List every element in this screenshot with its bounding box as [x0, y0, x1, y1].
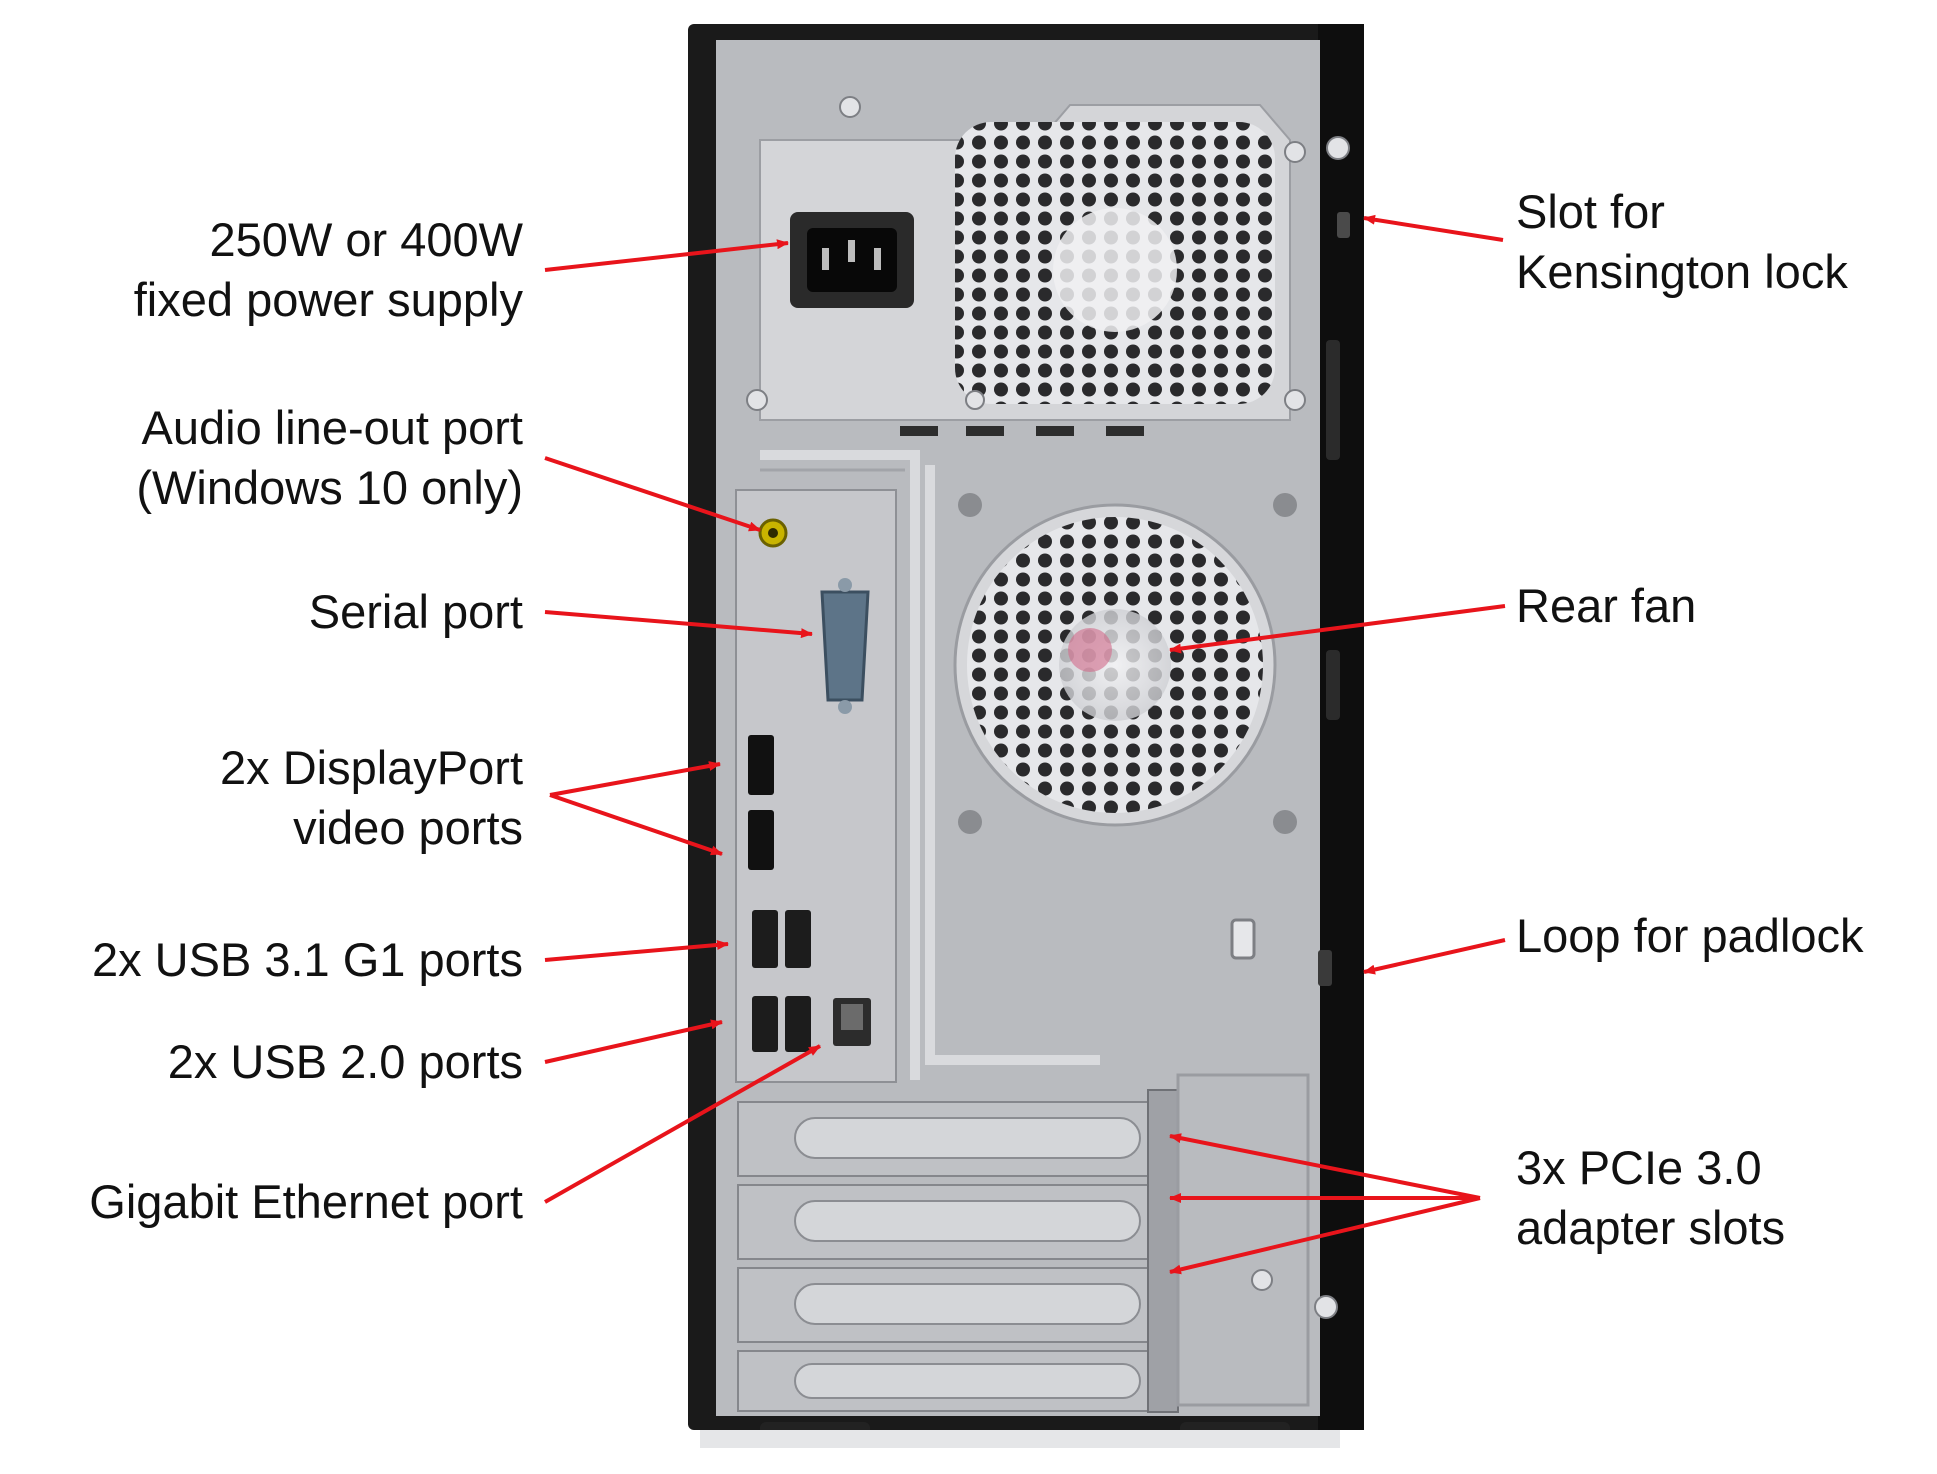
- label-kensington: Slot for Kensington lock: [1516, 185, 1848, 298]
- label-pcie: 3x PCIe 3.0 adapter slots: [1516, 1141, 1786, 1254]
- power-inlet: [790, 212, 914, 308]
- serial-connector: [820, 578, 870, 714]
- pcie-slot-covers: [737, 1101, 1159, 1412]
- label-ethernet: Gigabit Ethernet port: [89, 1175, 523, 1228]
- kensington-slot: [1337, 212, 1350, 238]
- label-usb31: 2x USB 3.1 G1 ports: [91, 933, 523, 986]
- arrow-psu: [544, 239, 789, 272]
- label-displayport: 2x DisplayPort video ports: [220, 741, 523, 854]
- arrow-rear-fan: [1169, 604, 1506, 654]
- arrow-serial: [544, 610, 813, 639]
- displayport-2: [748, 735, 774, 795]
- label-psu: 250W or 400W fixed power supply: [133, 213, 523, 326]
- arrow-kensington: [1363, 214, 1504, 242]
- label-serial-port: Serial port: [308, 585, 523, 638]
- arrow-displayport-upper: [549, 761, 721, 797]
- chassis-side-bezel: [1318, 24, 1364, 1430]
- arrow-pcie-bottom: [1169, 1196, 1481, 1275]
- arrow-audio: [544, 456, 761, 532]
- label-audio-line-out: Audio line-out port (Windows 10 only): [136, 401, 523, 514]
- displayport-1: [748, 810, 774, 870]
- usb31-ports: [752, 910, 811, 968]
- label-rear-fan: Rear fan: [1516, 579, 1697, 632]
- callout-arrows: [544, 214, 1506, 1275]
- arrow-pcie-top: [1169, 1133, 1481, 1200]
- arrow-displayport-lower: [549, 793, 723, 856]
- padlock-loop: [1230, 918, 1256, 960]
- arrow-padlock: [1363, 938, 1506, 975]
- label-padlock-loop: Loop for padlock: [1516, 909, 1864, 962]
- usb20-ports: [752, 996, 811, 1052]
- label-usb20: 2x USB 2.0 ports: [167, 1035, 523, 1088]
- arrow-usb31: [544, 939, 729, 962]
- arrow-ethernet: [544, 1044, 821, 1204]
- arrow-usb20: [544, 1019, 723, 1064]
